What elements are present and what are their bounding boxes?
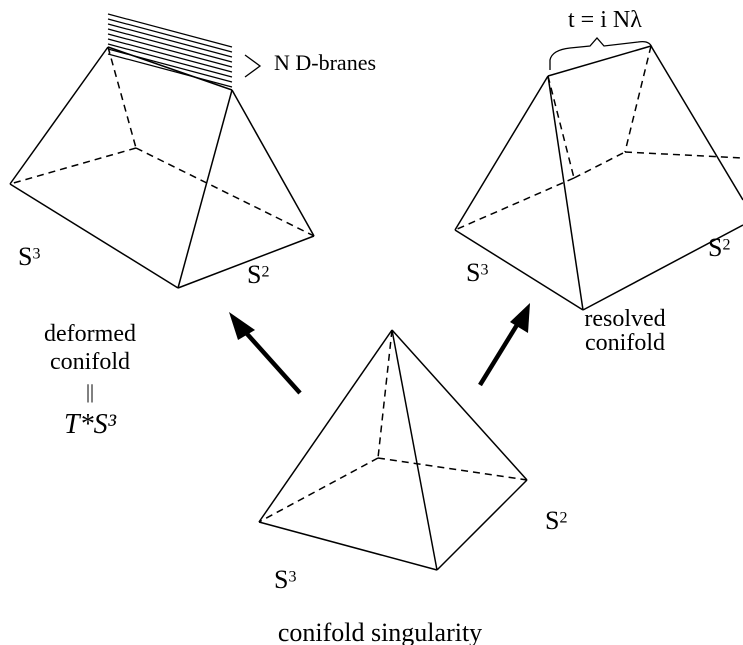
- equivalence-symbol: ||: [85, 381, 94, 403]
- resolved-conifold-shape: [454, 45, 743, 311]
- arrow-to-resolved: [478, 303, 530, 387]
- deformed-conifold-shape: [9, 46, 315, 289]
- singular-s2-label: S2: [545, 506, 568, 535]
- d-branes-label: N D-branes: [274, 50, 377, 75]
- deformed-caption-line1: deformed: [44, 321, 136, 347]
- resolved-s2-label: S2: [708, 233, 731, 262]
- arrow-to-deformed: [229, 312, 302, 395]
- t-equation-label: t = i Nλ: [568, 7, 642, 33]
- resolved-caption-line2: conifold: [585, 330, 665, 356]
- brane-bracket: [244, 54, 262, 78]
- t-brace: [549, 37, 653, 70]
- singular-s3-label: S3: [274, 565, 297, 594]
- singular-conifold-shape: [258, 329, 528, 571]
- deformed-caption-line2: conifold: [50, 349, 130, 375]
- singularity-caption: conifold singularity: [277, 618, 483, 645]
- deformed-s3-label: S3: [18, 242, 41, 271]
- deformed-s2-label: S2: [247, 260, 270, 289]
- resolved-s3-label: S3: [466, 258, 489, 287]
- d-brane-stack: [107, 13, 233, 88]
- resolved-caption-line1: resolved: [584, 306, 666, 332]
- cotangent-bundle-label: T*S³: [64, 409, 116, 440]
